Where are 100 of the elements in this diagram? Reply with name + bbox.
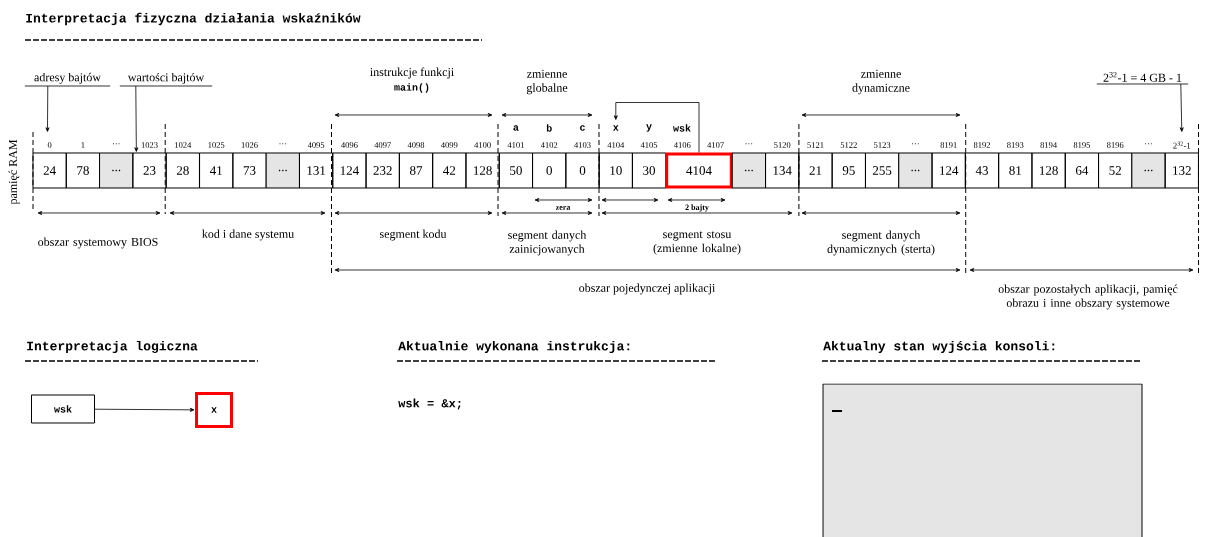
memory-cell: 232: [365, 152, 400, 189]
region-label: segment stosu (zmienne lokalne): [653, 231, 741, 255]
memory-cell: 23: [132, 152, 167, 189]
memory-cell: 24: [32, 152, 67, 189]
region-label: segment kodu: [380, 229, 447, 241]
address-label: 5122: [840, 142, 857, 148]
address-label: 8194: [1040, 142, 1057, 148]
region-label: segment danych dynamicznych (sterta): [827, 230, 935, 256]
address-label: ···: [279, 143, 287, 145]
memory-cell: 124: [332, 152, 367, 189]
variable-name: c: [580, 125, 585, 131]
memory-cell: ...: [731, 152, 767, 189]
address-label: 4095: [307, 142, 325, 148]
heading: Aktualny stan wyjścia konsoli:: [823, 340, 1055, 354]
memory-cell: 132: [1164, 152, 1199, 189]
address-label: 1: [81, 142, 85, 148]
address-label: 1024: [175, 142, 192, 148]
address-label: 1025: [208, 142, 225, 148]
memory-cell: 0: [532, 152, 567, 189]
arrow: [1179, 83, 1184, 132]
memory-cell: ...: [99, 152, 134, 189]
memory-cell: ...: [898, 152, 933, 189]
address-label: 4100: [474, 142, 491, 148]
address-label: 0: [47, 142, 52, 148]
address-label: ···: [745, 143, 753, 145]
address-label: 4098: [407, 142, 425, 148]
axis-label: pamięć RAM: [8, 139, 20, 205]
leader-label: adresy bajtów: [24, 72, 111, 87]
arrow: [94, 407, 195, 412]
region-label: obszar pozostałych aplikacji, pamięć obrazu i inne obszary systemowe: [998, 284, 1178, 310]
memory-cell: ...: [1131, 152, 1166, 189]
section-label: zmienne dynamiczne: [852, 69, 910, 95]
memory-cell: 43: [964, 152, 1000, 189]
variable-name: y: [646, 124, 652, 132]
address-label: ···: [112, 143, 120, 145]
address-label: ···: [1145, 143, 1152, 145]
heading: Interpretacja logiczna: [27, 340, 198, 354]
memory-cell: 21: [798, 152, 833, 189]
memory-cell: 4104: [665, 152, 733, 189]
memory-cell: 30: [631, 152, 667, 189]
address-label: 4104: [607, 142, 625, 148]
region-label: kod i dane systemu: [202, 229, 294, 241]
memory-cell: ...: [265, 152, 300, 189]
variable-name: x: [613, 125, 619, 131]
address-label: 2$^{32}$-1: [1173, 141, 1191, 149]
address-label: 8195: [1073, 142, 1091, 148]
address-label: 4099: [441, 142, 458, 148]
memory-cell: 28: [165, 152, 200, 189]
region-label: segment danych zainicjowanych: [508, 230, 587, 256]
leader-label: 2$^{32}$-1 = 4 GB - 1: [1096, 72, 1189, 85]
memory-cell: 124: [931, 152, 966, 189]
memory-cell: 128: [1031, 152, 1066, 189]
variable-box: x: [195, 392, 233, 428]
address-label: 5123: [874, 142, 891, 148]
address-label: 4105: [640, 142, 658, 148]
memory-cell: 0: [565, 152, 600, 189]
memory-cell: 64: [1064, 152, 1100, 189]
address-label: 5120: [774, 142, 791, 148]
leader-label: wartości bajtów: [119, 72, 213, 87]
address-label: ···: [912, 143, 919, 145]
variable-name: a: [513, 125, 519, 131]
address-label: 5121: [807, 142, 824, 148]
section-label: zmienne globalne: [526, 69, 568, 95]
address-label: 8191: [940, 142, 957, 148]
memory-cell: 41: [199, 152, 234, 189]
address-label: 1023: [141, 142, 158, 148]
memory-cell: 128: [465, 152, 500, 189]
memory-cell: 50: [498, 152, 534, 189]
arrow: [134, 85, 139, 152]
variable-box: wsk: [31, 394, 95, 424]
dimension-label: zera: [555, 206, 571, 210]
memory-cell: 131: [298, 152, 334, 189]
memory-cell: 95: [831, 152, 866, 189]
code-line: wsk = &x;: [398, 398, 461, 410]
address-label: 4101: [507, 142, 524, 148]
memory-cell: 81: [998, 152, 1033, 189]
memory-cell: 10: [598, 152, 633, 189]
memory-cell: 42: [432, 152, 467, 189]
function-name: main(): [394, 83, 429, 93]
arrow: [45, 85, 50, 132]
address-label: 4096: [341, 142, 358, 148]
variable-name: b: [546, 124, 552, 132]
heading: Aktualnie wykonana instrukcja:: [398, 340, 630, 354]
address-label: 8192: [973, 142, 991, 148]
dimension-label: 2 bajty: [685, 204, 709, 212]
arrow: [613, 102, 700, 153]
address-label: 1026: [241, 142, 258, 148]
section-label: instrukcje funkcji: [370, 67, 454, 79]
variable-name: wsk: [673, 124, 691, 132]
memory-cell: 87: [398, 152, 434, 189]
title: Interpretacja fizyczna działania wskaźników: [26, 12, 361, 26]
memory-cell: 134: [765, 152, 800, 189]
address-label: 8196: [1107, 142, 1124, 148]
region-label: obszar pojedynczej aplikacji: [579, 283, 716, 295]
address-label: 4106: [674, 142, 691, 148]
region-label: obszar systemowy BIOS: [38, 237, 158, 249]
address-label: 4097: [374, 142, 391, 148]
address-label: 4103: [574, 142, 591, 148]
address-label: 8193: [1007, 142, 1024, 148]
address-label: 4107: [707, 142, 724, 148]
